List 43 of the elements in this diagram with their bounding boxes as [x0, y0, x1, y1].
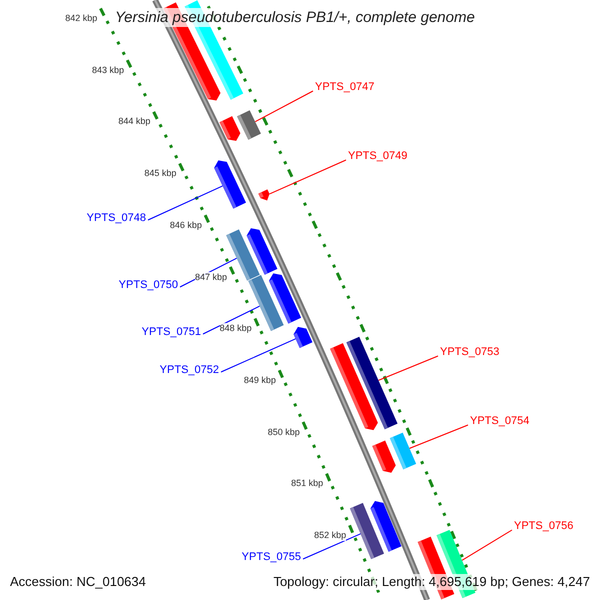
- gene-feature: [268, 273, 302, 324]
- leader-line: [254, 90, 314, 122]
- gene-label: YPTS_0748: [86, 212, 146, 225]
- leader-line: [148, 185, 224, 220]
- scale-label: 851 kbp: [291, 478, 324, 490]
- scale-label: 846 kbp: [170, 220, 202, 231]
- gene-feature: [220, 116, 240, 141]
- scale-label: 842 kbp: [65, 13, 98, 24]
- scale-label: 843 kbp: [92, 64, 124, 76]
- gene-block: [346, 336, 398, 430]
- leader-line: [202, 306, 260, 334]
- gene-feature: [258, 189, 270, 201]
- leader-line: [302, 533, 362, 560]
- leader-line: [269, 160, 346, 194]
- gene-label: YPTS_0749: [348, 150, 408, 163]
- leader-line: [378, 356, 438, 381]
- gene-label: YPTS_0751: [142, 326, 201, 339]
- gene-feature: [372, 440, 396, 473]
- scale-label: 849 kbp: [244, 374, 276, 386]
- leader-line: [462, 530, 512, 561]
- gene-block: [390, 432, 416, 470]
- footer-text: Accession: NC_010634: [8, 574, 148, 590]
- gene-label: YPTS_0754: [470, 415, 530, 428]
- leader-line: [409, 424, 468, 449]
- gene-label: YPTS_0750: [118, 279, 178, 292]
- gene-label: YPTS_0752: [160, 364, 219, 377]
- scale-label: 852 kbp: [314, 530, 346, 541]
- scale-label: 847 kbp: [194, 272, 227, 282]
- gene-label: YPTS_0756: [514, 520, 574, 533]
- gene-feature: [370, 501, 402, 552]
- gene-feature: [246, 228, 278, 275]
- scale-label: 845 kbp: [144, 168, 176, 180]
- leader-line: [220, 338, 296, 372]
- scale-label: 850 kbp: [268, 426, 300, 438]
- gene-block: [237, 110, 261, 140]
- gene-feature: [214, 160, 246, 209]
- footer-text: Topology: circular; Length: 4,695,619 bp; Genes: 4,247: [271, 574, 592, 590]
- gene-feature: [294, 326, 312, 348]
- scale-label: 848 kbp: [220, 323, 252, 334]
- gene-label: YPTS_0755: [242, 551, 301, 564]
- scale-label: 844 kbp: [118, 116, 150, 128]
- gene-label: YPTS_0753: [440, 346, 500, 359]
- gene-label: YPTS_0747: [315, 81, 374, 94]
